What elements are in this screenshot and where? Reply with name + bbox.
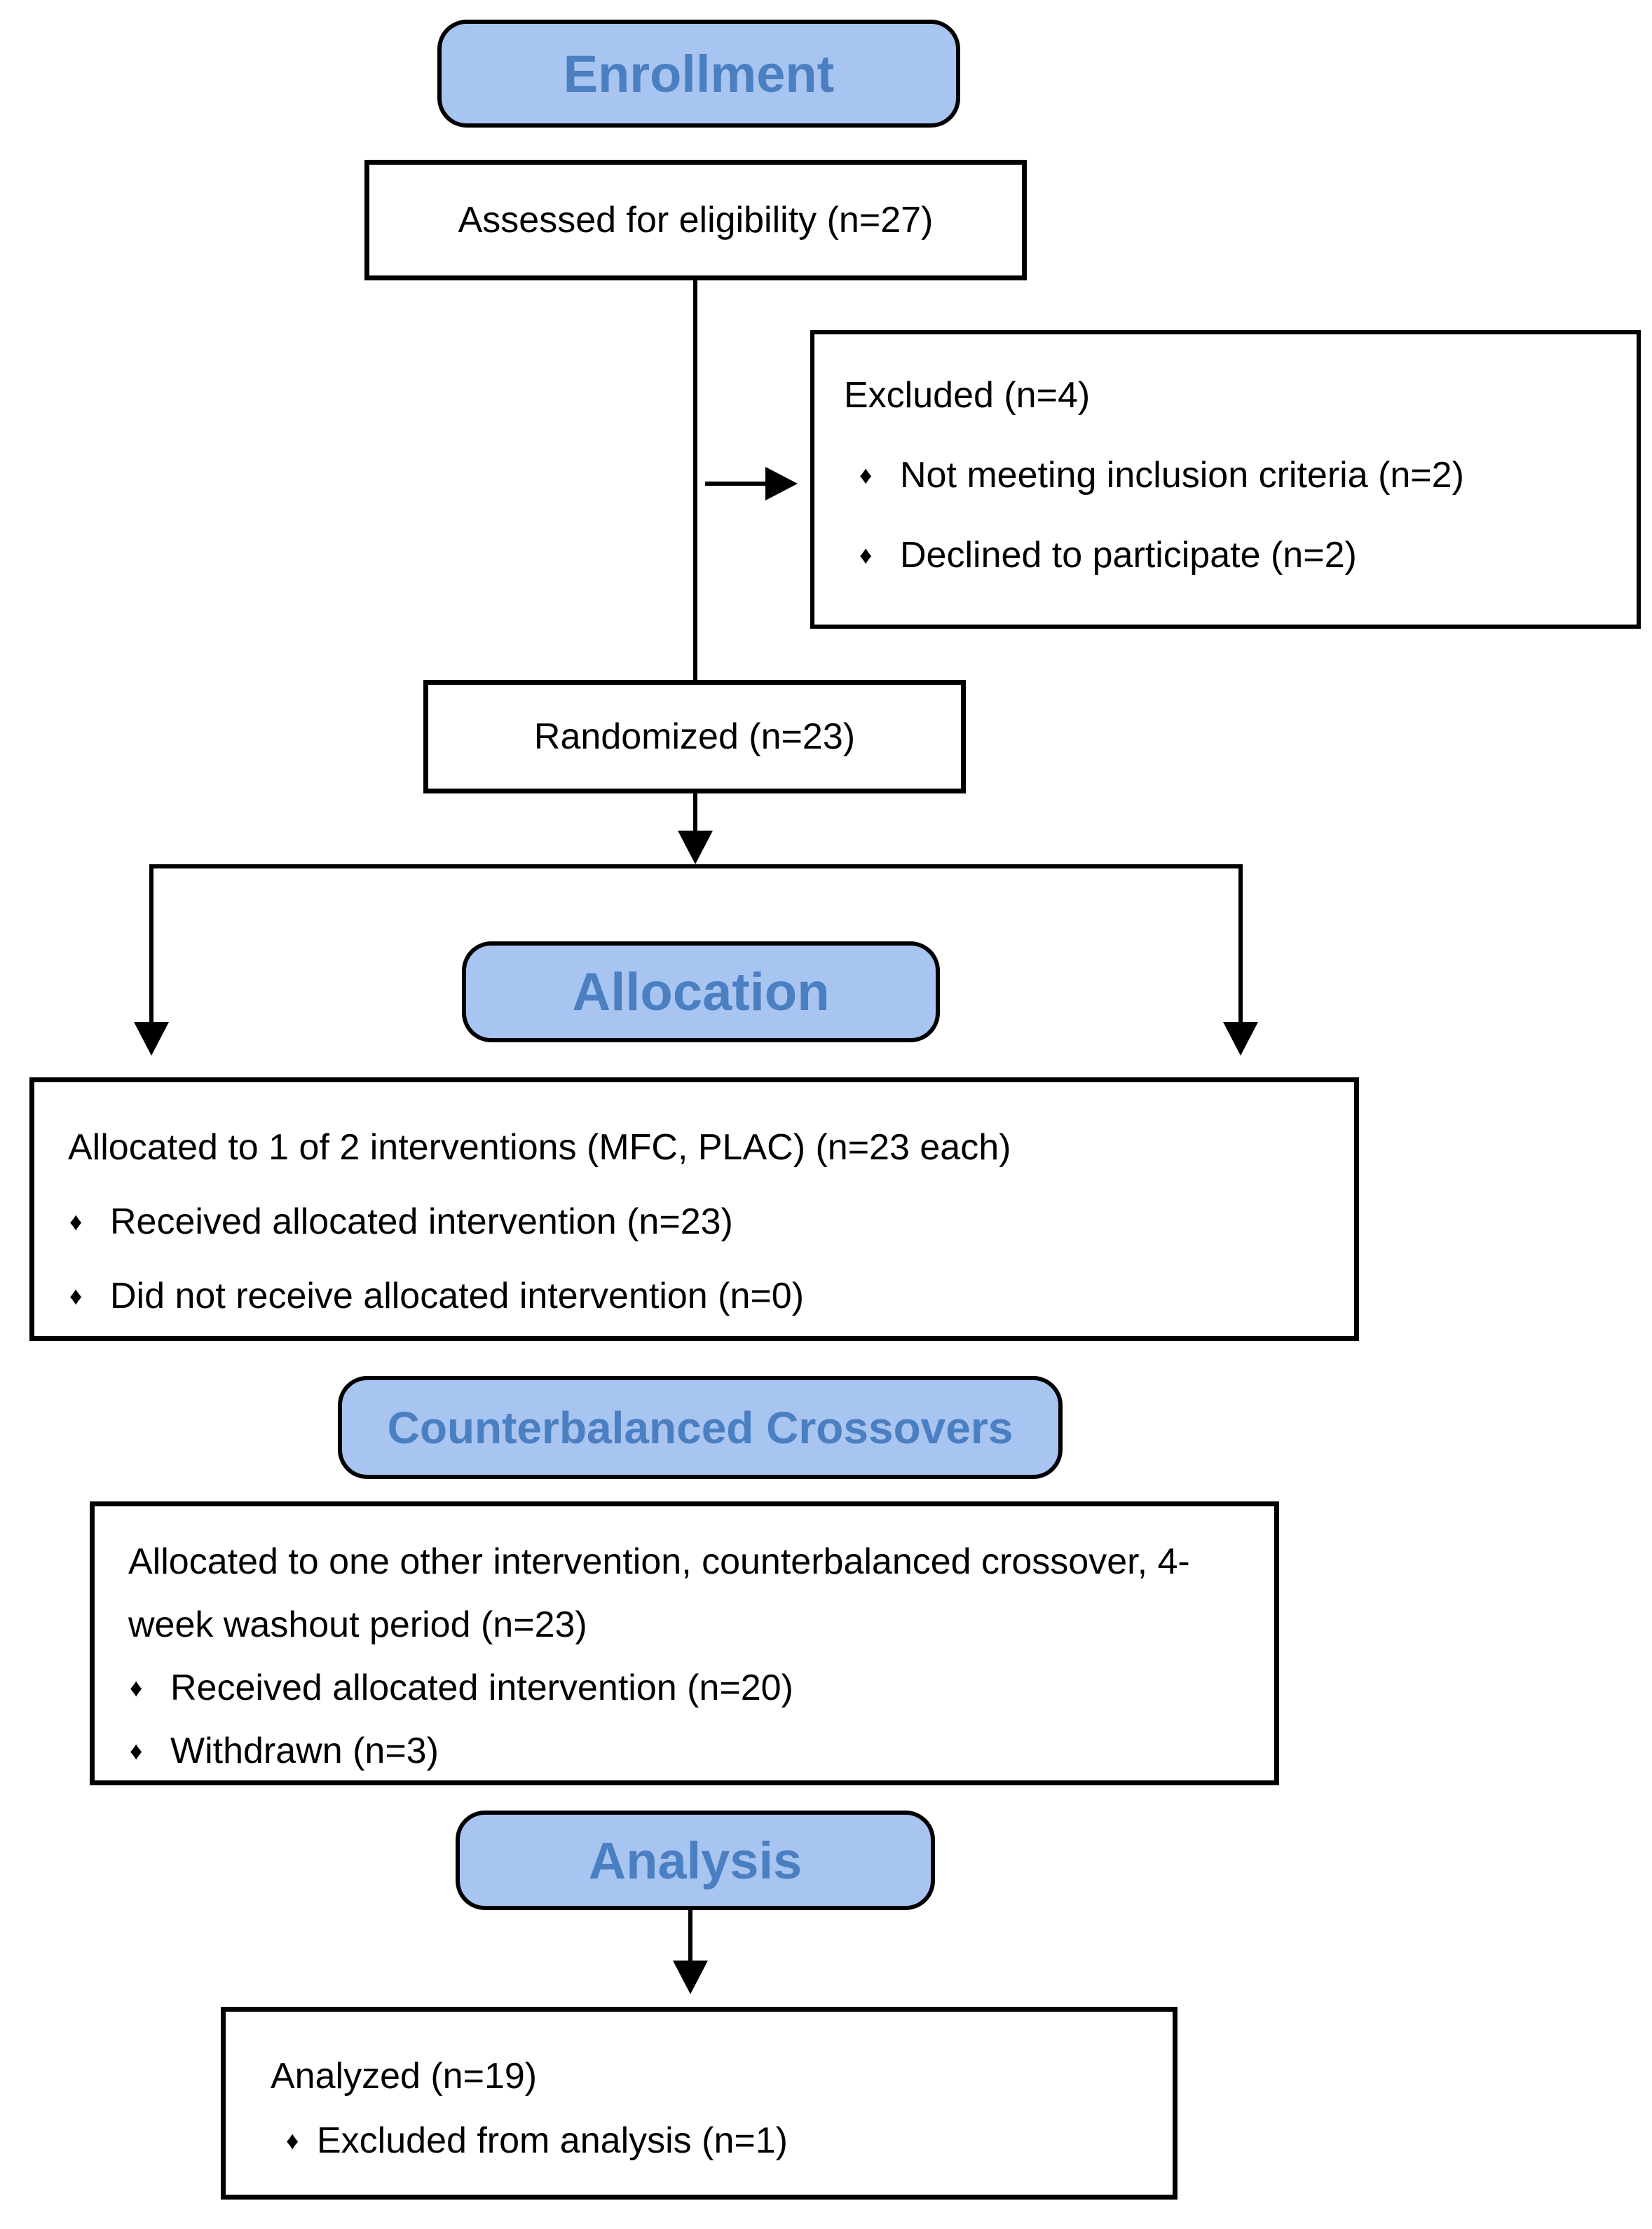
connector-analysis-to-analyzed (688, 1909, 692, 1963)
allocated-interventions-box: Allocated to 1 of 2 interventions (MFC, … (29, 1077, 1359, 1341)
excluded-title: Excluded (n=4) (844, 375, 1091, 416)
crossover-allocation-box: Allocated to one other intervention, cou… (90, 1501, 1279, 1785)
assessed-for-eligibility-box: Assessed for eligibility (n=27) (364, 160, 1027, 280)
randomized-text: Randomized (n=23) (533, 716, 856, 757)
connector-randomized-to-branch (693, 793, 697, 833)
branch-horizontal-line (149, 864, 1243, 868)
diamond-bullet-icon: ♦ (859, 461, 873, 489)
analyzed-box: Analyzed (n=19) ♦ Excluded from analysis… (221, 2007, 1177, 2200)
analyzed-bullet-text: Excluded from analysis (n=1) (317, 2120, 788, 2161)
crossover-phase-header: Counterbalanced Crossovers (338, 1376, 1063, 1479)
arrowhead-branch-icon (678, 831, 713, 864)
excluded-bullet-item: ♦ Not meeting inclusion criteria (n=2) (859, 435, 1616, 515)
connector-assessed-to-randomized (693, 280, 697, 681)
arrowhead-left-icon (134, 1022, 169, 1056)
crossover-phase-label: Counterbalanced Crossovers (387, 1402, 1013, 1453)
diamond-bullet-icon: ♦ (859, 540, 873, 569)
connector-to-excluded (705, 482, 765, 486)
randomized-box: Randomized (n=23) (423, 680, 966, 793)
excluded-bullet-text: Declined to participate (n=2) (900, 535, 1357, 575)
analyzed-title: Analyzed (n=19) (271, 2056, 538, 2097)
diamond-bullet-icon: ♦ (130, 1736, 143, 1765)
diamond-bullet-icon: ♦ (69, 1281, 83, 1310)
allocated-interventions-title: Allocated to 1 of 2 interventions (MFC, … (68, 1127, 1011, 1168)
crossover-bullet-text: Withdrawn (n=3) (170, 1731, 439, 1771)
diamond-bullet-icon: ♦ (130, 1673, 143, 1702)
arrowhead-analyzed-icon (673, 1961, 708, 1994)
assessed-for-eligibility-text: Assessed for eligibility (n=27) (458, 200, 934, 240)
diamond-bullet-icon: ♦ (286, 2126, 299, 2155)
allocated-bullet-item: ♦ Received allocated intervention (n=23) (69, 1185, 1312, 1259)
crossover-bullet-text: Received allocated intervention (n=20) (170, 1668, 793, 1708)
branch-left-line (149, 864, 153, 1024)
excluded-bullet-text: Not meeting inclusion criteria (n=2) (900, 455, 1464, 496)
allocated-bullet-text: Did not receive allocated intervention (… (110, 1276, 805, 1316)
allocated-bullet-item: ♦ Did not receive allocated intervention… (69, 1259, 1312, 1333)
allocation-phase-header: Allocation (462, 941, 940, 1042)
allocated-bullet-text: Received allocated intervention (n=23) (110, 1201, 733, 1242)
allocation-phase-label: Allocation (572, 962, 830, 1022)
analyzed-bullet-item: ♦ Excluded from analysis (n=1) (286, 2108, 1145, 2173)
excluded-box: Excluded (n=4) ♦ Not meeting inclusion c… (810, 330, 1641, 629)
diamond-bullet-icon: ♦ (69, 1207, 83, 1236)
branch-right-line (1238, 864, 1243, 1024)
crossover-bullet-item: ♦ Received allocated intervention (n=20) (130, 1656, 1190, 1719)
arrowhead-right-icon (1223, 1022, 1258, 1056)
analysis-phase-label: Analysis (588, 1831, 803, 1890)
enrollment-phase-label: Enrollment (563, 44, 835, 103)
crossover-bullet-item: ♦ Withdrawn (n=3) (130, 1719, 1190, 1782)
arrowhead-excluded-icon (765, 467, 798, 500)
enrollment-phase-header: Enrollment (437, 20, 960, 128)
excluded-bullet-item: ♦ Declined to participate (n=2) (859, 515, 1616, 595)
crossover-allocation-title: Allocated to one other intervention, cou… (128, 1541, 1190, 1645)
analysis-phase-header: Analysis (456, 1811, 935, 1910)
